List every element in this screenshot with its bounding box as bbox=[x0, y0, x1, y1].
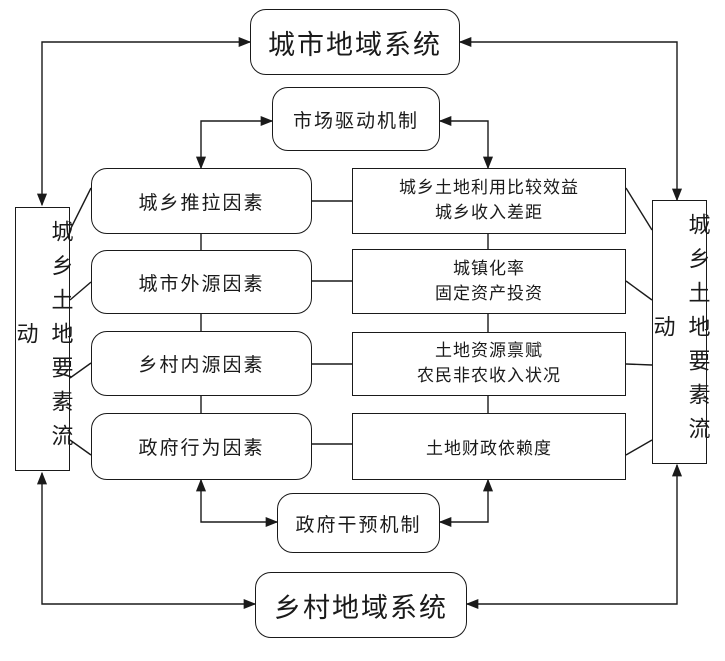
indicator-box-land-finance: 土地财政依赖度 bbox=[352, 413, 626, 480]
indicator-line: 农民非农收入状况 bbox=[417, 366, 561, 386]
arrow-urban-right-flow bbox=[458, 36, 683, 202]
factor-label: 城市外源因素 bbox=[138, 272, 265, 295]
left-land-flow-box: 城乡土地要素流动 bbox=[13, 207, 73, 471]
indicator-box-benefit-income: 城乡土地利用比较效益 城乡收入差距 bbox=[352, 168, 626, 234]
indicator-line: 城乡收入差距 bbox=[435, 203, 543, 223]
factor-box-rural-endogenous: 乡村内源因素 bbox=[91, 331, 312, 396]
indicator-line: 土地财政依赖度 bbox=[426, 439, 552, 459]
factor-label: 政府行为因素 bbox=[138, 437, 265, 459]
arrow-urban-left-flow bbox=[36, 36, 252, 207]
arrow-gov-left bbox=[195, 478, 279, 528]
market-mechanism-label: 市场驱动机制 bbox=[292, 109, 419, 132]
factor-box-urban-exogenous: 城市外源因素 bbox=[91, 250, 312, 314]
factor-label: 乡村内源因素 bbox=[138, 354, 265, 376]
market-mechanism-box: 市场驱动机制 bbox=[272, 87, 440, 151]
rural-system-box: 乡村地域系统 bbox=[255, 572, 467, 638]
factor-box-push-pull: 城乡推拉因素 bbox=[91, 168, 312, 234]
indicator-box-urbanization-investment: 城镇化率 固定资产投资 bbox=[352, 249, 626, 314]
rural-system-label: 乡村地域系统 bbox=[274, 592, 448, 624]
left-land-flow-label: 城乡土地要素流动 bbox=[12, 220, 73, 458]
arrow-market-left bbox=[195, 115, 274, 170]
indicator-line: 城镇化率 bbox=[453, 258, 525, 279]
government-mechanism-label: 政府干预机制 bbox=[295, 513, 422, 536]
indicator-line: 土地资源禀赋 bbox=[435, 341, 543, 361]
right-land-flow-box: 城乡土地要素流动 bbox=[650, 200, 710, 464]
indicator-box-endowment-income: 土地资源禀赋 农民非农收入状况 bbox=[352, 332, 626, 396]
indicator-line: 固定资产投资 bbox=[435, 283, 543, 304]
indicator-line: 城乡土地利用比较效益 bbox=[399, 178, 579, 198]
urban-system-box: 城市地域系统 bbox=[250, 9, 460, 75]
government-mechanism-box: 政府干预机制 bbox=[277, 493, 440, 553]
arrow-gov-right bbox=[438, 478, 494, 528]
arrow-rural-right-flow bbox=[465, 463, 683, 610]
factor-box-government-behavior: 政府行为因素 bbox=[91, 413, 312, 480]
factor-label: 城乡推拉因素 bbox=[138, 191, 265, 214]
arrow-rural-left-flow bbox=[36, 471, 257, 610]
right-land-flow-label: 城乡土地要素流动 bbox=[649, 213, 710, 451]
urban-system-label: 城市地域系统 bbox=[268, 29, 442, 61]
arrow-market-right bbox=[438, 115, 494, 170]
